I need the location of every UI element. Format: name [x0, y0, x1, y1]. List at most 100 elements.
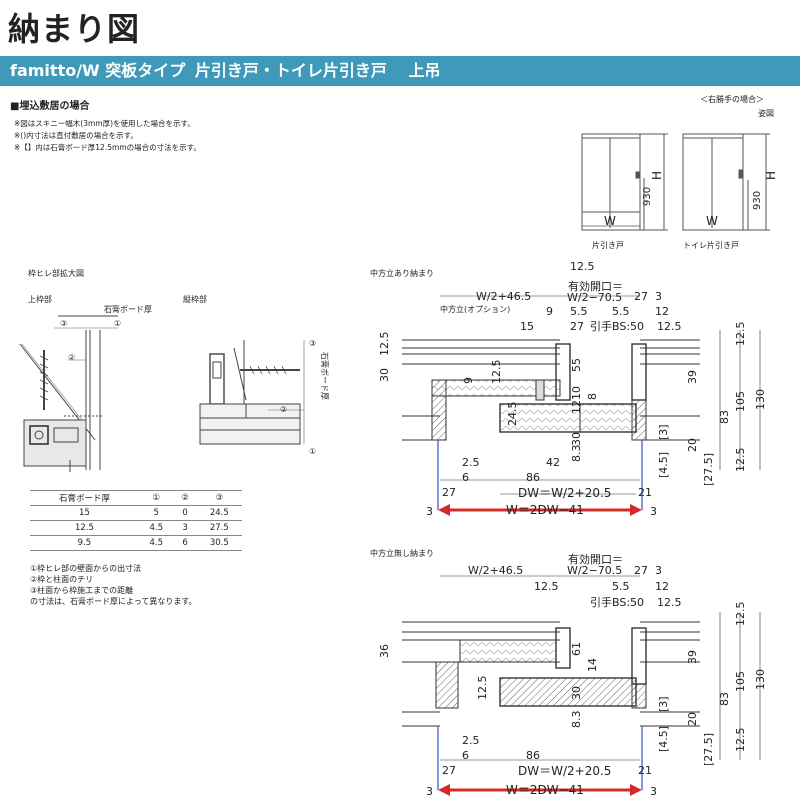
gypsum-vertical: 石膏ボード厚	[320, 352, 330, 400]
d2-r125: 12.5	[734, 602, 747, 627]
side-frame-label: 縦枠部	[183, 295, 207, 304]
elev-930: 930	[642, 187, 653, 206]
d2-6: 6	[462, 749, 469, 762]
d1-30v: 30	[570, 432, 583, 446]
d1-25: 2.5	[462, 456, 480, 469]
d1-r20: 20	[686, 438, 699, 452]
d2-r105: 105	[734, 671, 747, 692]
d2-r45: [4.5]	[657, 726, 670, 752]
d1-55a: 5.5	[570, 305, 588, 318]
banner-type: 片引き戸・トイレ片引き戸	[194, 61, 387, 80]
c2-side: ②	[280, 405, 287, 414]
plan-without-midpost	[402, 575, 761, 796]
d2-title: 中方立無し納まり	[370, 548, 434, 558]
d1-245: 24.5	[506, 402, 519, 427]
d2-86: 86	[526, 749, 540, 762]
d2-125b: 12.5	[657, 596, 682, 609]
d1-3r: 3	[650, 505, 657, 518]
detail-title: 枠ヒレ部拡大図	[28, 269, 84, 278]
d2-3: 3	[655, 564, 662, 577]
table-row: 15 5 0 24.5	[30, 505, 242, 521]
elev-w2: W	[706, 214, 718, 228]
elev-h: H	[650, 171, 664, 180]
d1-r125b: 12.5	[734, 448, 747, 473]
top-frame-label: 上枠部	[28, 295, 52, 304]
legend-4: の寸法は、石膏ボード厚によって異なります。	[30, 597, 197, 606]
plan-with-midpost	[402, 295, 761, 516]
c1-side: ①	[309, 447, 316, 456]
d1-r130: 130	[754, 389, 767, 410]
table-row: 9.5 4.5 6 30.5	[30, 535, 242, 551]
table-cell: 6	[173, 535, 197, 551]
d1-r275: [27.5]	[702, 453, 715, 486]
d2-bs: 引手BS:50	[590, 595, 644, 609]
d1-3: 3	[655, 290, 662, 303]
d2-3r: 3	[650, 785, 657, 798]
d1-27b: 27	[570, 320, 584, 333]
d2-r39: 39	[686, 650, 699, 664]
d1-9v: 9	[462, 377, 475, 384]
d2-dw: DW＝W/2+20.5	[518, 764, 611, 778]
c3-top: ③	[60, 319, 67, 328]
d1-12: 12	[655, 305, 669, 318]
door2-label: トイレ片引き戸	[683, 241, 739, 250]
d2-36: 36	[378, 644, 391, 658]
table-cell: 30.5	[196, 535, 242, 551]
note-3: ※【】内は石膏ボード厚12.5mmの場合の寸法を示す。	[14, 143, 201, 152]
d1-125c: 12.5	[378, 332, 391, 357]
d2-14: 14	[586, 658, 599, 672]
d2-r83: 83	[718, 692, 731, 706]
d1-55: 55	[570, 358, 583, 372]
d2-w: W＝2DW−41	[506, 783, 584, 797]
d2-55: 5.5	[612, 580, 630, 593]
d1-15: 15	[520, 320, 534, 333]
d2-30: 30	[570, 686, 583, 700]
d2-25: 2.5	[462, 734, 480, 747]
d1-r3b: [3]	[657, 424, 670, 440]
d2-83: 8.3	[570, 711, 583, 729]
d1-r39: 39	[686, 370, 699, 384]
d1-10: 10	[570, 386, 583, 400]
c3-side: ③	[309, 339, 316, 348]
d1-6: 6	[462, 471, 469, 484]
d2-21: 21	[638, 764, 652, 777]
d1-125: 12.5	[570, 260, 595, 273]
d1-30: 30	[378, 368, 391, 382]
d1-dw: DW＝W/2+20.5	[518, 486, 611, 500]
d1-27: 27	[634, 290, 648, 303]
table-header-row: 石膏ボード厚 ① ② ③	[30, 490, 242, 506]
note-1: ※図はスキニー幅木(3mm厚)を使用した場合を示す。	[14, 119, 195, 128]
elevation-toilet-door	[682, 133, 770, 231]
d2-r3b: [3]	[657, 696, 670, 712]
d1-125b: 12.5	[657, 320, 682, 333]
d2-61: 61	[570, 642, 583, 656]
d2-3l: 3	[426, 785, 433, 798]
d2-12: 12	[655, 580, 669, 593]
table-cell: 4.5	[138, 535, 174, 551]
notes: ※図はスキニー幅木(3mm厚)を使用した場合を示す。 ※()内寸法は直付敷居の場…	[14, 118, 201, 154]
d1-27c: 27	[442, 486, 456, 499]
section-title: ■埋込敷居の場合	[10, 101, 90, 112]
elev-930b: 930	[752, 191, 763, 210]
d1-r125: 12.5	[734, 322, 747, 347]
table-cell: 9.5	[30, 535, 139, 551]
d1-8: 8	[586, 393, 599, 400]
elevation-sliding-door	[581, 133, 668, 231]
d1-83: 8.3	[570, 445, 583, 463]
gypsum-label: 石膏ボード厚	[104, 304, 152, 314]
product-banner: famitto/W 突板タイプ 片引き戸・トイレ片引き戸 上吊	[0, 56, 800, 86]
right-hand-label: ＜右勝手の場合＞	[700, 95, 764, 104]
d1-bs: 引手BS:50	[590, 319, 644, 333]
d1-title: 中方立あり納まり	[370, 268, 434, 278]
d1-125v: 12.5	[490, 360, 503, 385]
page-title: 納まり図	[8, 10, 141, 48]
d2-r125b: 12.5	[734, 728, 747, 753]
d1-midpost: 中方立(オプション)	[440, 304, 510, 314]
legend: ①枠ヒレ部の壁面からの出寸法 ②枠と柱面のチリ ③柱面から枠施工までの距離 の寸…	[30, 563, 197, 607]
d2-r130: 130	[754, 669, 767, 690]
d1-3l: 3	[426, 505, 433, 518]
d2-27: 27	[634, 564, 648, 577]
door1-label: 片引き戸	[592, 241, 624, 250]
d1-21: 21	[638, 486, 652, 499]
